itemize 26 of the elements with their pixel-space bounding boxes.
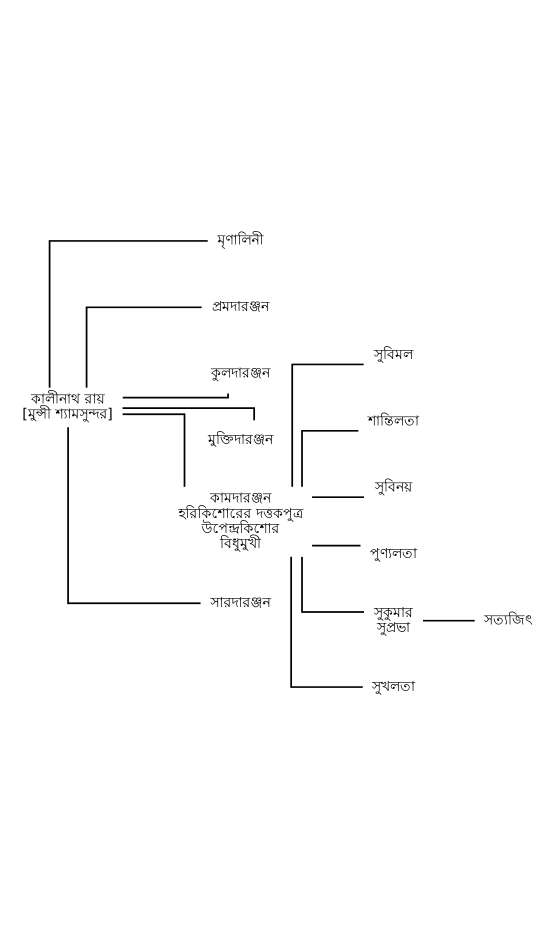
node-text: কামদারঞ্জন হরিকিশোরের দত্তকপুত্র উপেন্দ্রকিশোর বিধুমুখী <box>178 490 303 552</box>
node-text: কালীনাথ রায় [মুন্সী শ্যামসুন্দর] <box>22 392 113 423</box>
node-text: কুলদারঞ্জন <box>211 365 270 382</box>
node-text: শান্তিলতা <box>368 413 419 430</box>
node-text: সুকুমার সুপ্রভা <box>374 604 413 636</box>
node-text: মৃণালিনী <box>218 232 264 249</box>
connector <box>312 544 360 546</box>
node-text: পুণ্যলতা <box>370 546 417 562</box>
connector <box>48 240 208 388</box>
connector <box>301 430 358 487</box>
connector <box>122 393 229 398</box>
node-text: সুবিনয় <box>374 480 412 496</box>
node-text: সুখলতা <box>372 678 415 695</box>
connector <box>312 496 364 498</box>
node-text: সারদারঞ্জন <box>210 594 271 611</box>
connector <box>122 413 186 487</box>
connector <box>290 556 363 688</box>
node-text: সুবিমল <box>374 346 413 363</box>
connector <box>423 620 475 622</box>
node-text: মুক্তিদারঞ্জন <box>208 432 274 448</box>
connector <box>301 556 364 613</box>
node-text: সত্যজিৎ <box>484 612 532 628</box>
connector <box>67 427 201 604</box>
connector <box>86 306 202 388</box>
connector <box>291 364 364 487</box>
node-text: প্রমদারঞ্জন <box>212 299 270 316</box>
